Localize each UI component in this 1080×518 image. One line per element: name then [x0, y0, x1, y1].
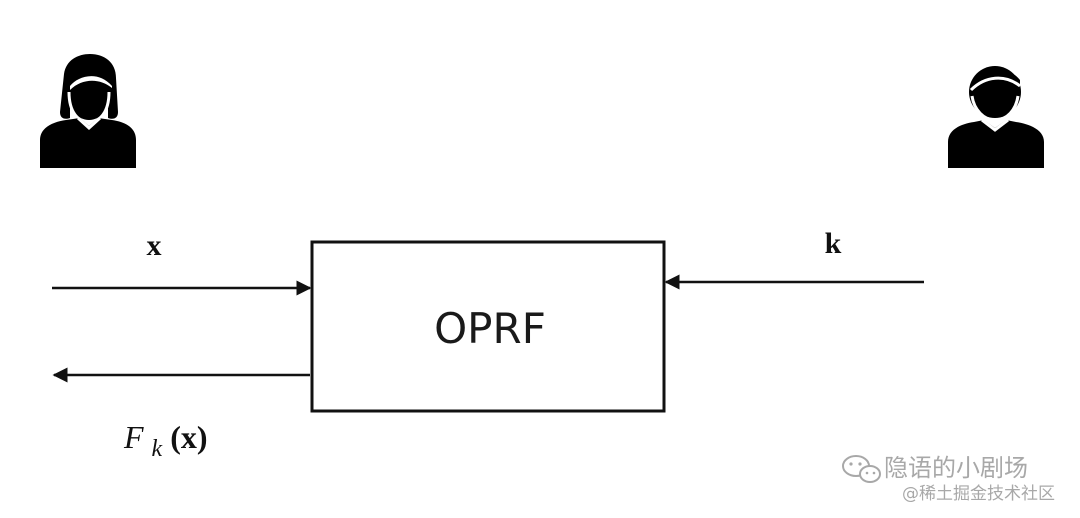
watermark-community: @稀土掘金技术社区: [902, 484, 1055, 504]
input-x-label: x: [147, 229, 162, 262]
output-function: F: [123, 419, 144, 455]
output-subscript: k: [152, 436, 163, 462]
watermark: 隐语的小剧场 @稀土掘金技术社区: [842, 454, 1055, 504]
output-label: F k (x): [123, 419, 208, 463]
wechat-icon: [842, 455, 881, 483]
output-argument: (x): [170, 419, 207, 455]
oprf-box-label: OPRF: [434, 304, 546, 353]
oprf-box: [310, 240, 666, 413]
watermark-channel: 隐语的小剧场: [884, 454, 1028, 482]
woman-user-icon: [40, 54, 136, 168]
input-k-label: k: [825, 227, 842, 260]
man-user-icon: [948, 66, 1044, 168]
